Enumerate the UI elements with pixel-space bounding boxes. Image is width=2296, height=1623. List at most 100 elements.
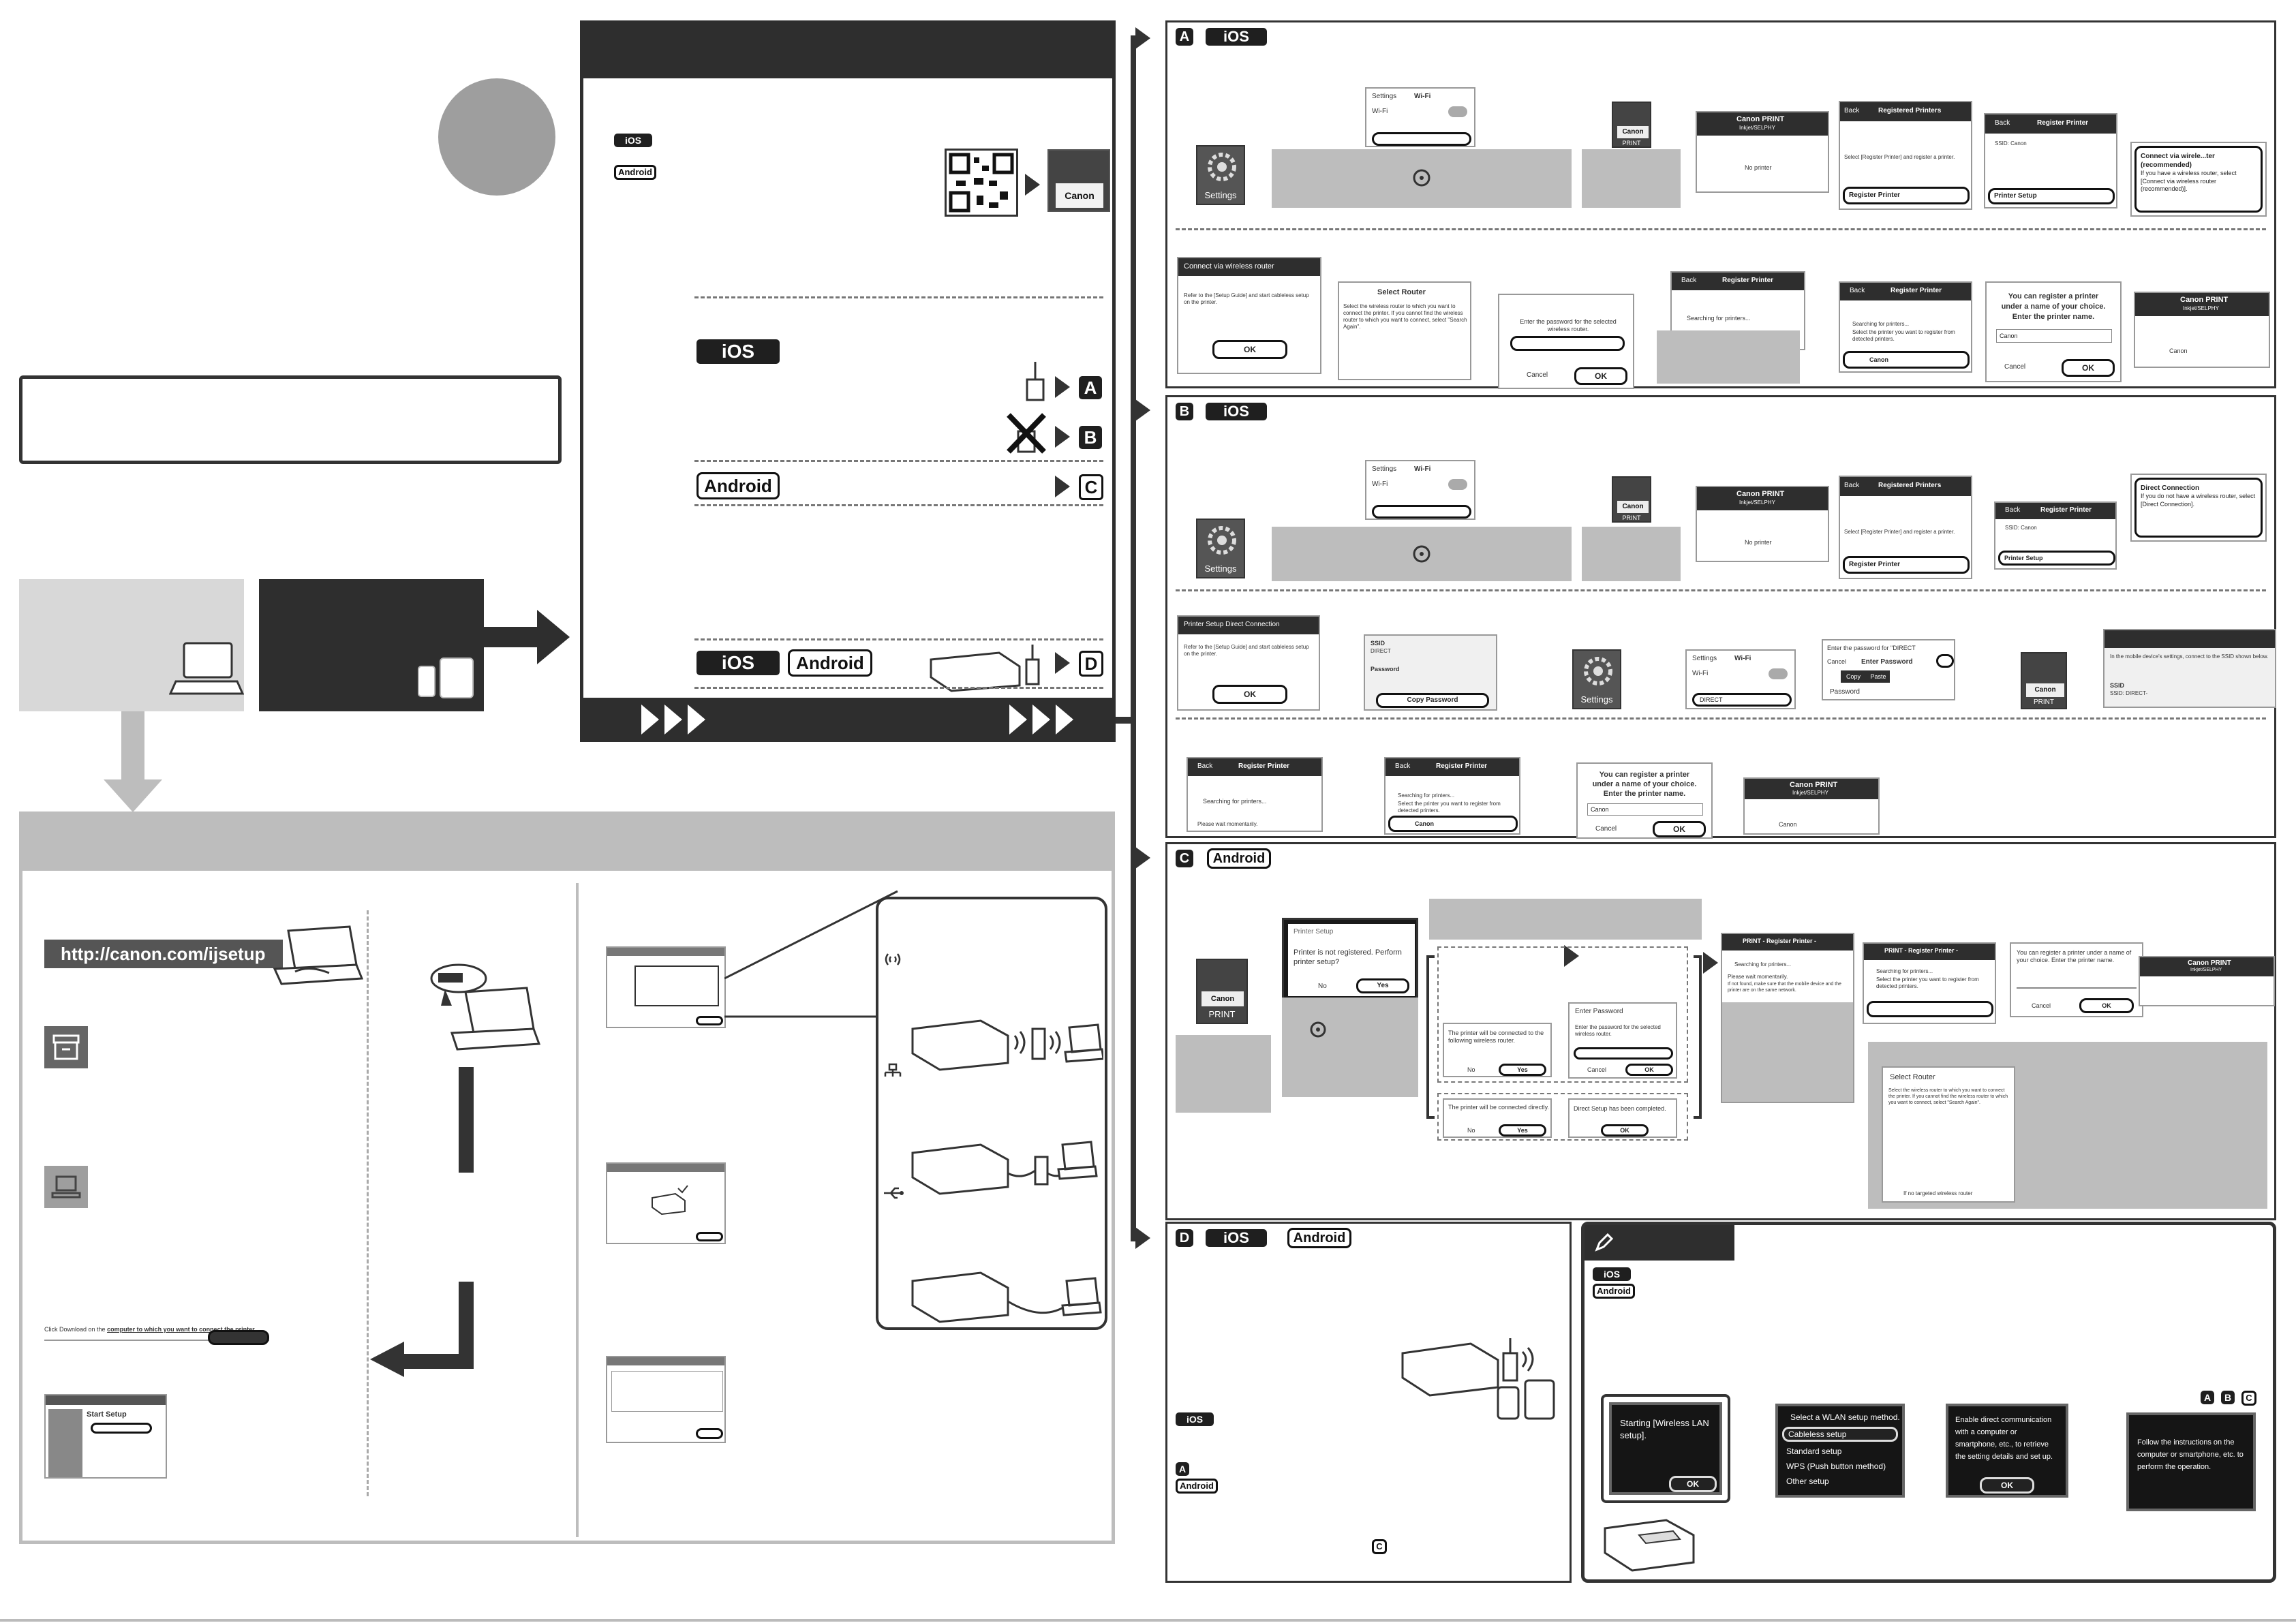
- settings-app-icon[interactable]: Settings: [1196, 145, 1245, 205]
- settings-app-icon-b2[interactable]: Settings: [1572, 649, 1621, 709]
- canon-print-icon-a[interactable]: Canon PRINT: [1612, 102, 1651, 148]
- registered-printers-b: Back Registered Printers Select [Registe…: [1839, 476, 1972, 579]
- method-wps[interactable]: WPS (Push button method): [1786, 1462, 1886, 1471]
- android-printer-setup-prompt: Printer Setup Printer is not registered.…: [1282, 918, 1418, 1001]
- route-a[interactable]: A: [1079, 376, 1102, 399]
- copy-password-screen: SSID DIRECT Password Copy Password: [1364, 634, 1497, 711]
- connection-next-button[interactable]: [696, 1016, 723, 1025]
- printer-ok-button-1[interactable]: OK: [1669, 1476, 1717, 1492]
- printer-ok-button-2[interactable]: OK: [1980, 1477, 2034, 1494]
- ok-button-b2[interactable]: OK: [1653, 821, 1706, 837]
- callout-lines: [724, 890, 898, 1018]
- copy-password-button[interactable]: Copy Password: [1376, 693, 1489, 708]
- settings-app-icon-b[interactable]: Settings: [1196, 519, 1245, 578]
- arrow-to-d: [1055, 652, 1070, 674]
- printer-setup-next-button[interactable]: [696, 1232, 723, 1241]
- download-button[interactable]: [208, 1330, 269, 1345]
- direct-setup-completed-dialog: Direct Setup has been completed. OK: [1568, 1098, 1677, 1138]
- searching-instruction-a: [1657, 330, 1800, 384]
- direct-connection-button[interactable]: Direct Connection If you do not have a w…: [2134, 478, 2263, 538]
- canon-print-icon-b[interactable]: Canon PRINT: [1612, 476, 1651, 523]
- wifi-direct-screen: Settings Wi-Fi Wi-Fi DIRECT: [1685, 649, 1796, 709]
- route-c[interactable]: C: [1079, 474, 1103, 500]
- ok-button-b1[interactable]: OK: [1212, 685, 1287, 704]
- printer-lcd-follow-instructions: Follow the instructions on the computer …: [2126, 1412, 2256, 1511]
- printer-name-input-b[interactable]: Canon: [1587, 803, 1703, 816]
- wifi-network-canon-b[interactable]: [1372, 505, 1471, 519]
- wifi-network-direct[interactable]: DIRECT: [1692, 693, 1792, 707]
- software-install-button[interactable]: [696, 1428, 723, 1439]
- android-badge-small: Android: [614, 165, 656, 180]
- printer-name-input-a[interactable]: Canon: [1996, 329, 2112, 343]
- flow-arrow-mid: [1564, 945, 1579, 967]
- wifi-toggle-b[interactable]: [1448, 479, 1467, 490]
- select-router-note-c: Select Router Select the wireless router…: [1868, 1042, 2267, 1209]
- android-detected-printer[interactable]: [1867, 1001, 1993, 1017]
- copy-paste-menu[interactable]: Copy Paste: [1841, 670, 1890, 683]
- wifi-toggle[interactable]: [1448, 106, 1467, 117]
- android-printer-name-input[interactable]: [2017, 976, 2137, 989]
- wifi-toggle-direct[interactable]: [1769, 668, 1788, 679]
- wifi-network-canon[interactable]: [1372, 132, 1471, 146]
- canon-print-icon-b2[interactable]: Canon PRINT: [2021, 652, 2067, 709]
- start-setup-button[interactable]: [91, 1423, 152, 1434]
- route-b[interactable]: B: [1079, 426, 1102, 449]
- smartphone-panel[interactable]: [259, 579, 484, 711]
- ijsetup-url[interactable]: http://canon.com/ijsetup: [61, 944, 266, 964]
- panel-b-divider-2: [1176, 717, 2266, 720]
- printer-operation-panel: iOS Android A B C Starting [Wireless LAN…: [1581, 1222, 2276, 1583]
- register-printer-a: Back Register Printer SSID: Canon Printe…: [1984, 113, 2117, 208]
- panel-d-a-small: A: [1176, 1462, 1189, 1476]
- flow-arrow-out: [1703, 952, 1718, 974]
- canon-print-home-a: Canon PRINT Inkjet/SELPHY No printer: [1696, 111, 1829, 193]
- bottom-rule: [0, 1619, 2296, 1622]
- ios-badge-route: iOS: [697, 339, 780, 364]
- yes-button-c3[interactable]: Yes: [1499, 1124, 1546, 1137]
- ijsetup-url-box[interactable]: http://canon.com/ijsetup: [44, 940, 283, 968]
- route-d[interactable]: D: [1079, 651, 1103, 677]
- usb-icon: [884, 1187, 904, 1199]
- yes-button-c1[interactable]: Yes: [1356, 978, 1409, 993]
- canon-print-icon-c[interactable]: Canon PRINT: [1196, 959, 1248, 1024]
- ok-button-c1[interactable]: OK: [1625, 1064, 1673, 1076]
- register-printer-button-b[interactable]: Register Printer: [1843, 556, 1970, 574]
- ok-button-a3[interactable]: OK: [2062, 359, 2115, 377]
- join-button-direct[interactable]: [1936, 654, 1954, 668]
- wired-lan-icon: [884, 1063, 902, 1077]
- canon-print-instruction-b: [1582, 527, 1681, 581]
- printer-setup-button-a[interactable]: Printer Setup: [1988, 188, 2115, 204]
- detected-printer-a[interactable]: Canon: [1843, 351, 1970, 369]
- printer-router-icon: [930, 645, 1040, 692]
- arrow-to-c: [1055, 476, 1070, 497]
- panel-b-ios-badge: iOS: [1206, 403, 1267, 420]
- canon-print-app-icon[interactable]: Canon: [1047, 149, 1110, 212]
- yes-button-c2[interactable]: Yes: [1499, 1064, 1546, 1076]
- ok-button-c3[interactable]: OK: [2079, 998, 2134, 1013]
- method-standard-setup[interactable]: Standard setup: [1786, 1447, 1842, 1456]
- panel-d-android-small: Android: [1176, 1479, 1218, 1494]
- router-password-input-a[interactable]: [1510, 336, 1625, 351]
- arrow-right-to-mobile: [483, 610, 570, 664]
- mobile-settings-note: In the mobile device's settings, connect…: [2103, 629, 2276, 708]
- panel-a-letter: A: [1176, 28, 1193, 46]
- mobile-setup-footer: [580, 698, 1116, 742]
- connect-via-router-button[interactable]: Connect via wirele...ter (recommended) I…: [2134, 146, 2263, 213]
- printer-setup-button-b[interactable]: Printer Setup: [1998, 551, 2115, 566]
- panel-d: D iOS Android iOS A Android C: [1165, 1222, 1572, 1583]
- connector-arrow-b: [1135, 399, 1150, 421]
- note-box: [19, 375, 562, 464]
- ok-button-a2[interactable]: OK: [1574, 367, 1627, 385]
- flow-return-arrow: [370, 1282, 474, 1377]
- ok-button-a1[interactable]: OK: [1212, 340, 1287, 359]
- connector-vertical: [1131, 35, 1136, 1241]
- detected-printer-b[interactable]: Canon: [1388, 816, 1518, 832]
- password-input-android[interactable]: [1574, 1047, 1673, 1060]
- ok-button-c2[interactable]: OK: [1601, 1124, 1649, 1137]
- canon-print-home-b: Canon PRINT Inkjet/SELPHY No printer: [1696, 486, 1829, 562]
- computer-panel[interactable]: [19, 579, 244, 711]
- setup-cd-icon: [44, 1026, 88, 1068]
- method-other-setup[interactable]: Other setup: [1786, 1477, 1829, 1486]
- connection-types-callout: [876, 897, 1107, 1330]
- method-cableless-setup[interactable]: Cableless setup: [1782, 1427, 1898, 1442]
- register-printer-button-a[interactable]: Register Printer: [1843, 187, 1970, 204]
